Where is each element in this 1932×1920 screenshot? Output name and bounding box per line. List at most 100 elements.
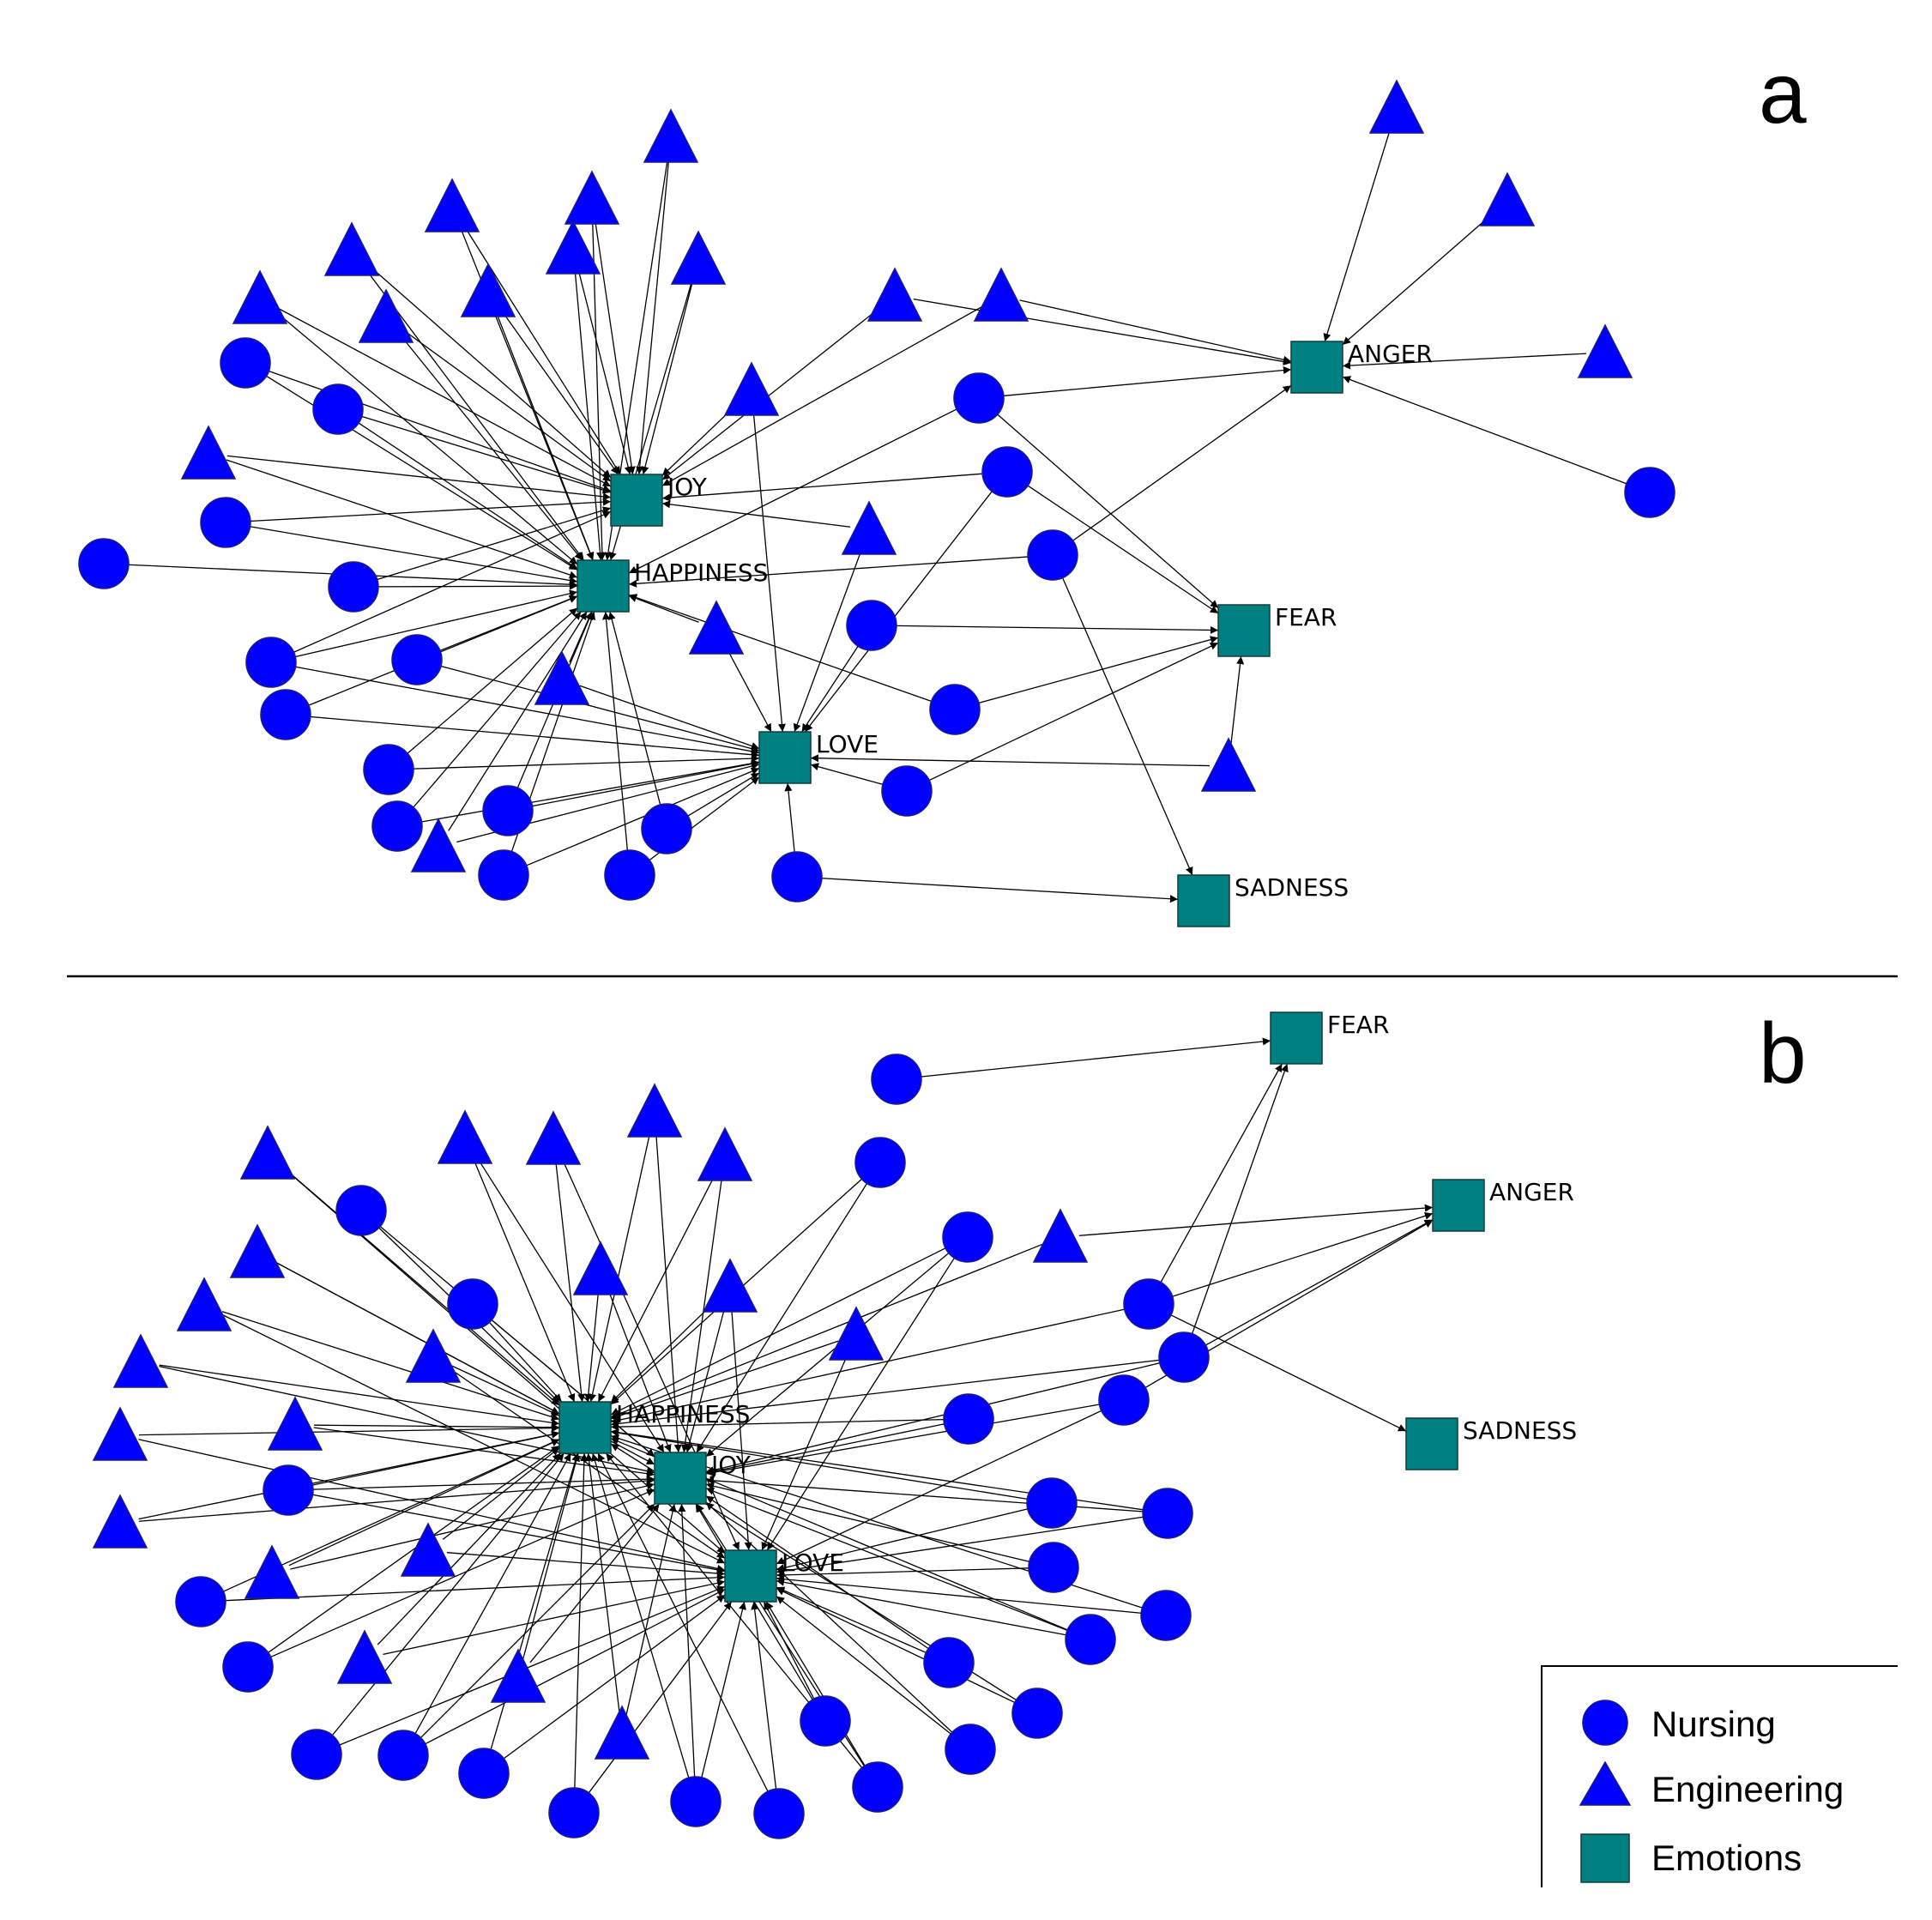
edge-a-40-fear xyxy=(977,636,1219,704)
engineering-node xyxy=(229,1223,286,1278)
edge-a-7-joy xyxy=(577,267,632,475)
edge-a-42-fear xyxy=(1229,655,1245,748)
edge-a-18-joy xyxy=(376,506,612,581)
legend-nursing-marker xyxy=(1582,1700,1628,1746)
emotion-square xyxy=(654,1452,707,1505)
engineering-node xyxy=(525,1110,582,1165)
engineering-node xyxy=(866,267,923,322)
edge-b-45-love xyxy=(776,1575,1143,1614)
nursing-node xyxy=(335,1185,387,1236)
nursing-node xyxy=(945,1724,996,1775)
emotion-square xyxy=(1270,1011,1323,1065)
edge-a-5-happiness xyxy=(591,217,607,561)
panel-a-letter: a xyxy=(1759,45,1807,142)
edge-b-16-joy xyxy=(474,1154,665,1453)
nursing-node xyxy=(175,1576,226,1627)
nursing-node xyxy=(929,684,981,735)
edge-b-3-anger xyxy=(1078,1204,1434,1236)
edge-b-41-love xyxy=(776,1596,952,1736)
edge-b-26-happiness xyxy=(442,1447,560,1540)
engineering-node xyxy=(358,288,414,343)
engineering-node xyxy=(643,108,699,163)
nursing-node xyxy=(1624,467,1675,518)
engineering-node xyxy=(244,1544,300,1599)
edge-b-22-love xyxy=(138,1439,726,1573)
emotion-node-anger: ANGER xyxy=(1290,340,1433,394)
edge-a-25-love xyxy=(531,760,760,807)
edge-a-15-joy xyxy=(226,455,612,501)
edge-b-36-love xyxy=(588,1601,733,1794)
edge-b-14-joy xyxy=(680,1174,723,1453)
emotion-node-love: LOVE xyxy=(758,730,878,784)
nursing-node xyxy=(1142,1488,1193,1539)
edge-b-5-happiness xyxy=(610,1359,1161,1428)
edge-b-30-happiness xyxy=(377,1452,561,1645)
nursing-node xyxy=(1123,1278,1174,1330)
emotion-node-joy: JOY xyxy=(654,1451,752,1505)
edge-b-47-love xyxy=(776,1516,1144,1575)
edge-a-3-anger xyxy=(1342,376,1628,485)
edge-a-13-joy xyxy=(268,370,612,492)
edge-a-21-love xyxy=(309,715,760,759)
nursing-node xyxy=(371,800,423,852)
nursing-node xyxy=(604,849,655,901)
edge-b-40-love xyxy=(763,1601,815,1700)
edge-a-19-happiness xyxy=(294,589,578,658)
emotion-square xyxy=(724,1549,777,1603)
engineering-node xyxy=(697,1126,753,1181)
edge-a-42-love xyxy=(810,754,1211,767)
edge-a-39-fear xyxy=(895,625,1219,635)
edge-b-37-happiness xyxy=(591,1452,690,1779)
edge-b-20-love xyxy=(220,1313,726,1564)
emotion-node-happiness: HAPPINESS xyxy=(577,558,768,613)
emotion-label: HAPPINESS xyxy=(616,1400,750,1428)
panel-b-edges xyxy=(138,1037,1434,1794)
edge-b-48-happiness xyxy=(610,1428,1029,1500)
engineering-node xyxy=(564,170,620,225)
engineering-node xyxy=(1479,172,1536,226)
edge-b-43-joy xyxy=(705,1495,930,1650)
edge-b-32-love xyxy=(338,1585,726,1746)
engineering-node xyxy=(176,1277,232,1331)
edge-b-10-joy xyxy=(607,1287,672,1453)
nursing-node xyxy=(854,1137,906,1188)
emotion-square xyxy=(1177,874,1230,927)
nursing-node xyxy=(1026,1477,1078,1529)
edge-b-30-love xyxy=(383,1579,726,1656)
edge-b-31-joy xyxy=(529,1503,661,1663)
engineering-node xyxy=(688,600,745,655)
edge-b-2-love xyxy=(766,1257,956,1551)
nursing-node xyxy=(923,1637,975,1688)
edge-a-19-love xyxy=(294,666,760,756)
edge-b-2-joy xyxy=(705,1252,950,1458)
edge-b-9-joy xyxy=(685,1305,727,1453)
edge-b-32-happiness xyxy=(331,1452,565,1736)
emotion-node-sadness: SADNESS xyxy=(1177,873,1349,927)
edge-a-39-love xyxy=(801,645,860,733)
edge-b-48-love xyxy=(776,1507,1029,1573)
edge-a-30-happiness xyxy=(569,611,593,663)
edge-b-36-happiness xyxy=(574,1452,589,1790)
emotion-square xyxy=(558,1401,612,1454)
emotion-label: SADNESS xyxy=(1463,1416,1577,1445)
emotion-label: ANGER xyxy=(1489,1178,1574,1206)
emotion-label: ANGER xyxy=(1348,340,1433,368)
edge-b-46-joy xyxy=(705,1482,1030,1563)
engineering-node xyxy=(410,818,467,872)
nursing-node xyxy=(391,634,443,685)
edge-b-5-joy xyxy=(705,1362,1161,1475)
engineering-node xyxy=(572,1241,629,1295)
edge-b-35-happiness xyxy=(585,1452,621,1716)
edge-b-29-joy xyxy=(269,1488,655,1658)
engineering-node xyxy=(92,1494,148,1549)
edge-a-28-love xyxy=(686,772,760,818)
emotion-node-joy: JOY xyxy=(610,473,708,527)
nursing-node xyxy=(1028,1542,1079,1593)
nursing-node xyxy=(245,637,297,688)
nursing-node xyxy=(1065,1614,1116,1665)
edge-b-4-sadness xyxy=(1169,1313,1407,1432)
edge-b-34-love xyxy=(503,1594,726,1760)
edge-b-15-happiness xyxy=(554,1157,586,1403)
